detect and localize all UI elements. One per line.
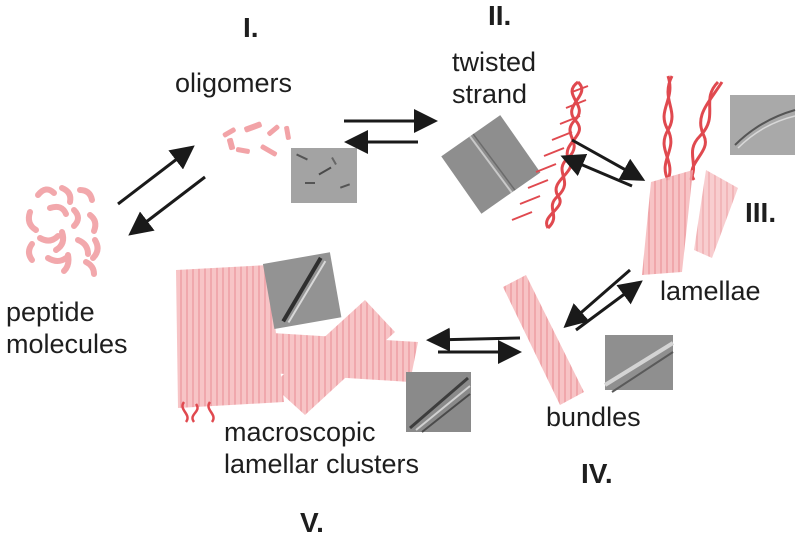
bundles-label: bundles <box>546 402 641 432</box>
twisted-helix-icon <box>662 75 724 181</box>
micrograph-thumbnail <box>291 148 357 203</box>
peptide-molecules-line-2: molecules <box>6 329 128 359</box>
micrograph-thumbnail <box>262 252 342 330</box>
stage-numeral-ii: II. <box>488 0 512 31</box>
micrograph-thumbnail <box>603 335 675 393</box>
twisted-strand-line-2: strand <box>452 79 528 109</box>
stage-numeral-iv: IV. <box>581 458 613 489</box>
stage-numeral-v: V. <box>300 507 324 538</box>
fibril-sheet-icon <box>176 265 418 415</box>
lamellae-label: lamellae <box>660 276 761 306</box>
peptide-molecules-line-1: peptide <box>6 297 95 327</box>
oligomers-label: oligomers <box>175 68 293 98</box>
twisted-helix-icon <box>181 401 215 423</box>
micrograph-thumbnail <box>730 95 796 155</box>
oligomer-fragments-icon <box>222 121 291 157</box>
micrograph-thumbnail <box>441 115 541 214</box>
twisted-strand-line-1: twisted <box>452 47 537 77</box>
micrograph-thumbnail <box>406 372 471 433</box>
twisted-strand-label: twisted strand <box>452 46 536 110</box>
peptide-molecules-label: peptide molecules <box>6 296 128 360</box>
fibril-sheet-icon <box>503 275 584 405</box>
macroscopic-clusters-line-2: lamellar clusters <box>224 449 420 479</box>
stage-numeral-i: I. <box>243 12 259 43</box>
stage-numeral-iii: III. <box>745 197 777 228</box>
peptide-coil-icon <box>25 185 101 277</box>
macroscopic-clusters-label: macroscopic lamellar clusters <box>224 416 419 480</box>
macroscopic-clusters-line-1: macroscopic <box>224 417 376 447</box>
equilibrium-arrows <box>117 109 646 364</box>
fibril-sheet-icon <box>642 170 738 275</box>
